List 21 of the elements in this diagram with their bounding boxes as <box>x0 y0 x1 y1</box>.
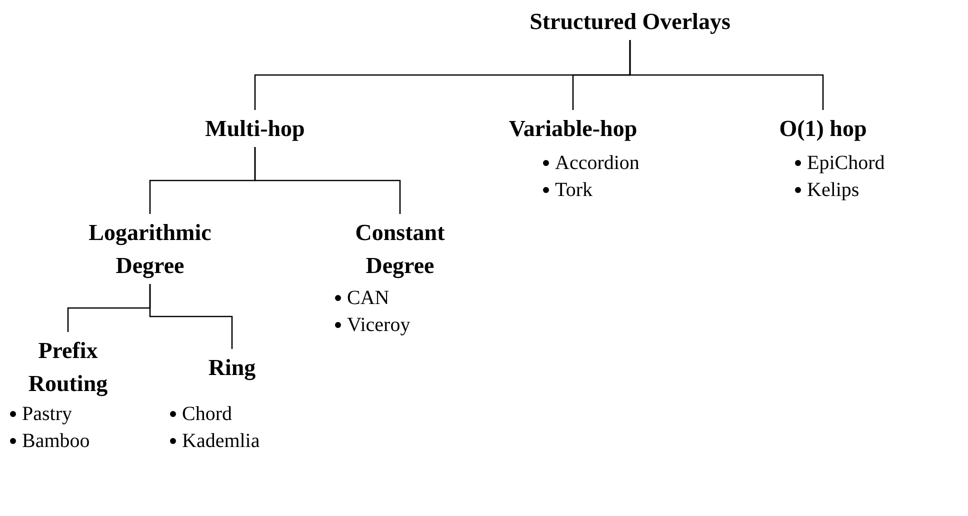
tree-connector <box>254 147 401 214</box>
category-label: Constant Degree <box>335 216 465 282</box>
list-item: CAN <box>347 286 390 310</box>
list-item: Accordion <box>555 151 640 175</box>
category-label: O(1) hop <box>758 112 888 145</box>
category-label: Multi-hop <box>180 112 330 145</box>
list-item: Kelips <box>807 178 860 202</box>
list-item: Viceroy <box>347 313 410 337</box>
list-item: Chord <box>182 402 232 426</box>
list-item: Kademlia <box>182 429 260 453</box>
category-label: Logarithmic Degree <box>65 216 235 282</box>
category-label: Ring <box>192 351 272 384</box>
list-item: Bamboo <box>22 429 90 453</box>
category-label: Structured Overlays <box>500 5 760 38</box>
category-label: Variable-hop <box>483 112 663 145</box>
list-item: Pastry <box>22 402 72 426</box>
tree-connector <box>629 40 824 110</box>
list-item: Tork <box>555 178 592 202</box>
category-label: Prefix Routing <box>3 334 133 400</box>
tree-connector <box>149 284 233 349</box>
list-item: EpiChord <box>807 151 885 175</box>
